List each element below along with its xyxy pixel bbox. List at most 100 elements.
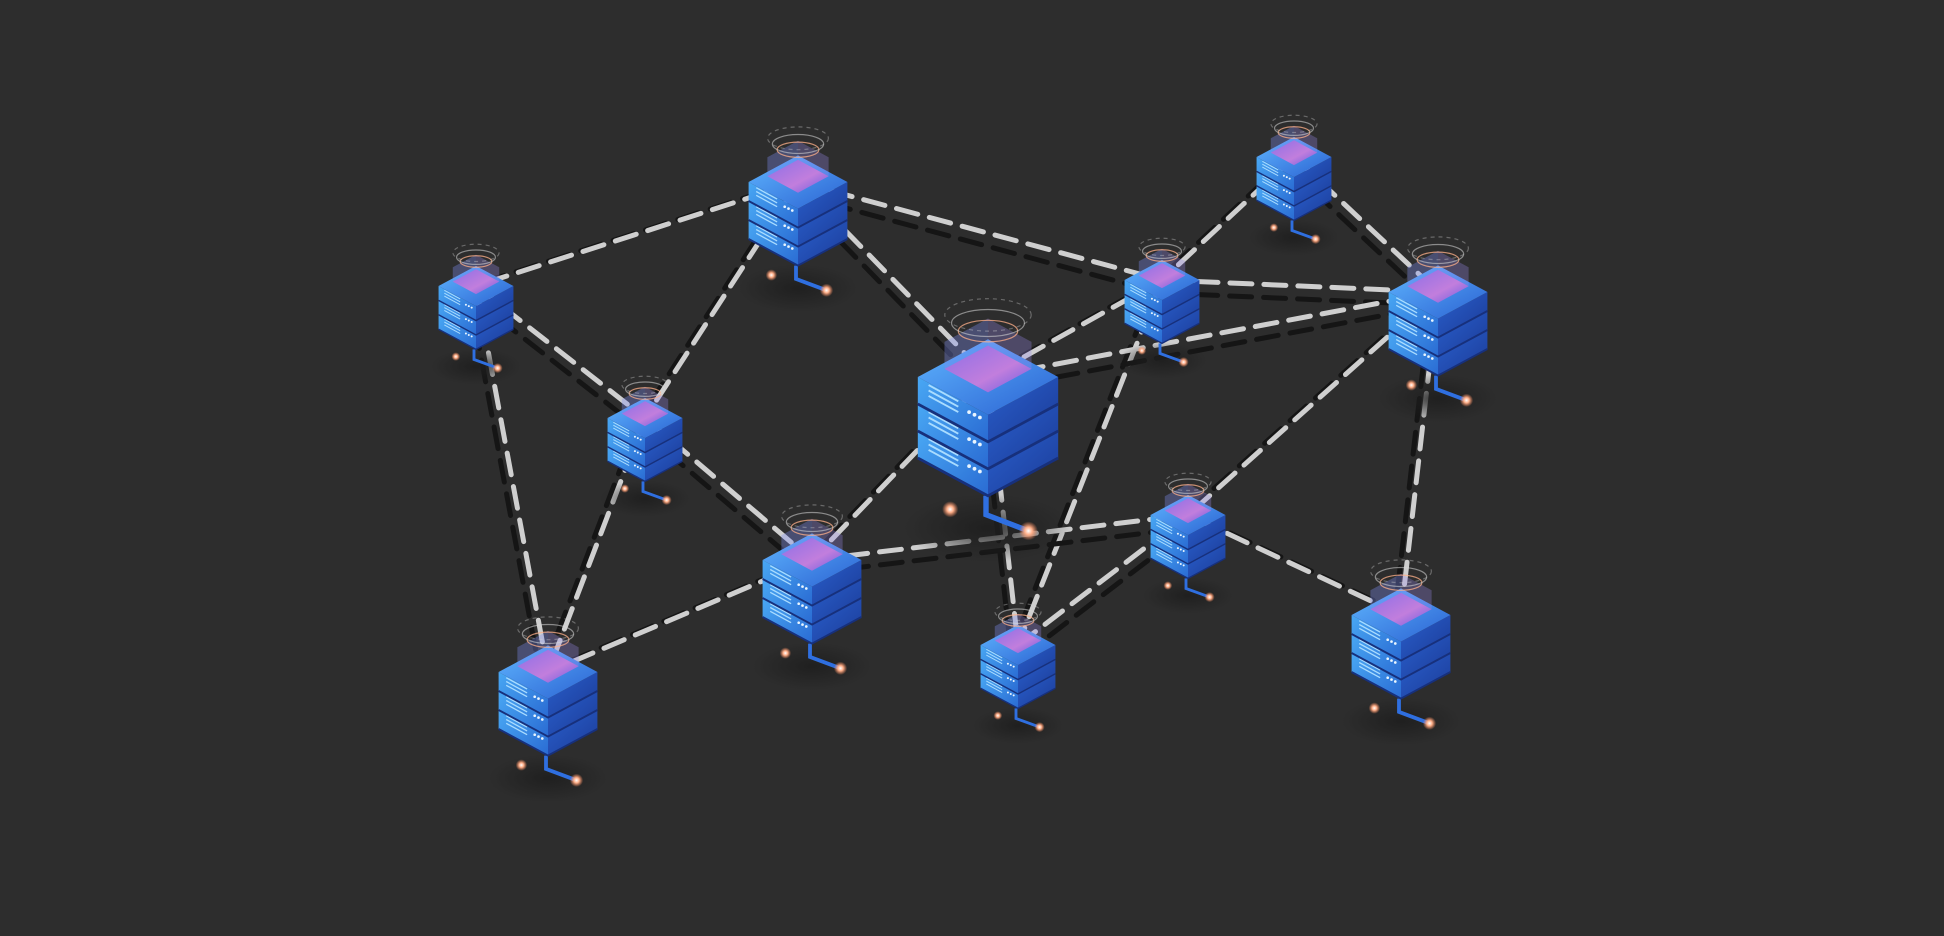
server-shadow [1143,577,1233,614]
led-dot [797,602,801,606]
led-dot [1012,694,1015,697]
server-layer-right [1018,659,1056,694]
layer-separator [1150,528,1226,551]
vent-line [928,416,959,435]
vent-line [505,684,528,698]
led-dot [467,319,470,322]
spark-icon [779,647,792,659]
vent-line [1262,192,1279,203]
link-dark-s5-s10 [1008,280,1158,651]
vent-line [1130,289,1147,300]
server-glow-wall [767,140,798,177]
signal-halo [771,133,825,155]
led-dot [540,718,544,721]
led-dot [639,467,642,470]
server-glow-wall [452,254,476,282]
signal-halo [994,602,1042,622]
led-dot [1282,189,1285,192]
signal-halo [1141,243,1183,259]
led-dot [1179,534,1182,537]
layer-separator [1124,293,1200,316]
server-layer-right [476,314,514,350]
led-dot [1182,549,1185,553]
vent-line [769,603,792,616]
server-layer-right [645,418,683,453]
server-shadow [1341,697,1461,746]
vent-line [1156,521,1173,532]
led-dot [967,410,971,414]
vent-line [1262,175,1279,185]
vent-line [613,421,630,432]
server-stand [1397,698,1431,726]
server-glow-wall [645,386,669,414]
led-dot [1009,692,1012,695]
vent-line [1358,646,1381,660]
led-dot [639,438,642,441]
signal-halo [785,511,839,533]
led-dot [787,245,790,248]
server-s11 [1341,559,1461,746]
vent-line [755,209,778,223]
led-dot [1386,657,1390,661]
led-dot [639,452,642,456]
signal-halo [1270,114,1318,134]
vent-line [1358,661,1381,675]
vent-line [1130,315,1147,326]
spark-icon [620,484,630,493]
link-light-s11-s12 [1185,512,1404,618]
signal-halo [950,308,1026,338]
spark-icon [661,495,672,506]
signal-halo [521,623,575,645]
vent-line [613,442,630,452]
vent-line [1262,163,1279,174]
server-layer-right [1401,615,1451,661]
led-dot [1156,329,1159,332]
led-dot [636,465,639,468]
spark-icon [492,363,503,374]
led-dot [470,335,473,338]
led-dot [1153,299,1156,302]
vent-line [1156,518,1173,529]
signal-halo [516,616,579,641]
layer-separator [1124,322,1200,345]
led-dot [1150,297,1153,300]
server-s1 [738,126,858,313]
led-dot [1386,638,1390,642]
layer-separator [917,429,1059,471]
server-s12 [1143,472,1233,614]
led-dot [1288,206,1291,209]
vent-line [769,572,792,586]
led-dot [1153,313,1156,316]
led-dot [1006,662,1009,665]
server-glow-wall [1407,250,1438,287]
server-glow-wall [1188,483,1212,511]
led-dot [1285,176,1288,179]
led-dot [1182,564,1185,567]
vent-line [1395,316,1418,329]
server-layer-right [1188,543,1226,579]
led-dot [470,306,473,309]
led-dot [1150,312,1153,315]
spark-icon [1269,223,1279,232]
server-stand [1434,375,1468,403]
vent-line [1262,178,1279,188]
led-dot [797,621,801,625]
led-dot [1156,300,1159,303]
vent-line [769,591,792,605]
led-dot [464,332,467,335]
led-dot [790,228,794,231]
spark-icon [1178,357,1189,368]
server-glow-wall [621,386,645,414]
led-dot [967,464,971,468]
vent-line [444,318,461,329]
vent-line [505,715,528,728]
server-stand [808,643,842,671]
vent-line [928,438,959,457]
vent-line [444,321,461,332]
led-dot [1282,174,1285,177]
led-dot [467,333,470,336]
vent-line [1358,658,1381,671]
vent-line [1130,283,1147,294]
server-layer-right [1162,308,1200,344]
